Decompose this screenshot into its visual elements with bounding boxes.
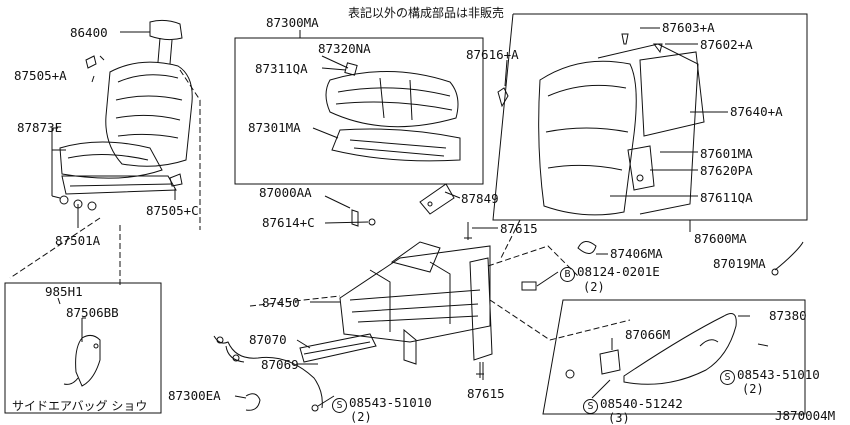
part-label-87320na[interactable]: 87320NA — [318, 41, 371, 56]
part-number-text: 08540-51242 — [600, 396, 683, 411]
part-label-87019ma[interactable]: 87019MA — [713, 256, 766, 271]
part-label-87066m[interactable]: 87066M — [625, 327, 671, 342]
seat-frame-illustration — [339, 183, 493, 365]
bolt-symbol-icon: B — [560, 267, 575, 282]
part-label-87311qa[interactable]: 87311QA — [255, 61, 308, 76]
part-label-985h1[interactable]: 985H1 — [45, 284, 83, 299]
diagram-code: J870004M — [775, 408, 836, 423]
part-number-text: 08543-51010 — [349, 395, 432, 410]
part-label-87600ma[interactable]: 87600MA — [694, 231, 747, 246]
non-sale-notice: 表記以外の構成部品は非販売 — [348, 6, 505, 20]
part-label-87615-lower[interactable]: 87615 — [467, 386, 505, 401]
qty-08540: (3) — [608, 411, 630, 425]
part-label-87616a[interactable]: 87616+A — [466, 47, 519, 62]
qty-08543-bottom: (2) — [350, 410, 372, 424]
part-label-87300ea[interactable]: 87300EA — [168, 388, 221, 403]
part-number-text: 08543-51010 — [737, 367, 820, 382]
part-label-87620pa[interactable]: 87620PA — [700, 163, 753, 178]
part-label-87300ma[interactable]: 87300MA — [266, 15, 319, 30]
part-label-87611qa[interactable]: 87611QA — [700, 190, 753, 205]
qty-08543-right: (2) — [742, 382, 764, 396]
part-label-87614c[interactable]: 87614+C — [262, 215, 315, 230]
seat-cushion-illustration — [325, 62, 461, 162]
part-label-87505a[interactable]: 87505+A — [14, 68, 67, 83]
part-label-86400[interactable]: 86400 — [70, 25, 108, 40]
side-airbag-caption: サイドエアバッグ ショウ — [12, 399, 148, 413]
part-label-87070[interactable]: 87070 — [249, 332, 287, 347]
part-label-87069[interactable]: 87069 — [261, 357, 299, 372]
screw-symbol-icon: S — [720, 370, 735, 385]
part-label-87506bb[interactable]: 87506BB — [66, 305, 119, 320]
part-label-87640a[interactable]: 87640+A — [730, 104, 783, 119]
seatback-illustration — [538, 43, 705, 216]
part-label-87849[interactable]: 87849 — [461, 191, 499, 206]
qty-08124: (2) — [583, 280, 605, 294]
part-label-87406ma[interactable]: 87406MA — [610, 246, 663, 261]
screw-symbol-icon: S — [583, 399, 598, 414]
part-label-87000aa[interactable]: 87000AA — [259, 185, 312, 200]
part-label-87615-upper[interactable]: 87615 — [500, 221, 538, 236]
part-label-87873e[interactable]: 87873E — [17, 120, 63, 135]
part-label-87505c[interactable]: 87505+C — [146, 203, 199, 218]
part-label-87301ma[interactable]: 87301MA — [248, 120, 301, 135]
part-label-87501a[interactable]: 87501A — [55, 233, 101, 248]
part-label-87602a[interactable]: 87602+A — [700, 37, 753, 52]
part-label-87380[interactable]: 87380 — [769, 308, 807, 323]
part-label-87601ma[interactable]: 87601MA — [700, 146, 753, 161]
screw-symbol-icon: S — [332, 398, 347, 413]
part-label-87603a[interactable]: 87603+A — [662, 20, 715, 35]
part-number-text: 08124-0201E — [577, 264, 660, 279]
side-cover-illustration — [565, 313, 737, 385]
complete-seat-illustration — [59, 19, 193, 211]
part-label-87450[interactable]: 87450 — [262, 295, 300, 310]
